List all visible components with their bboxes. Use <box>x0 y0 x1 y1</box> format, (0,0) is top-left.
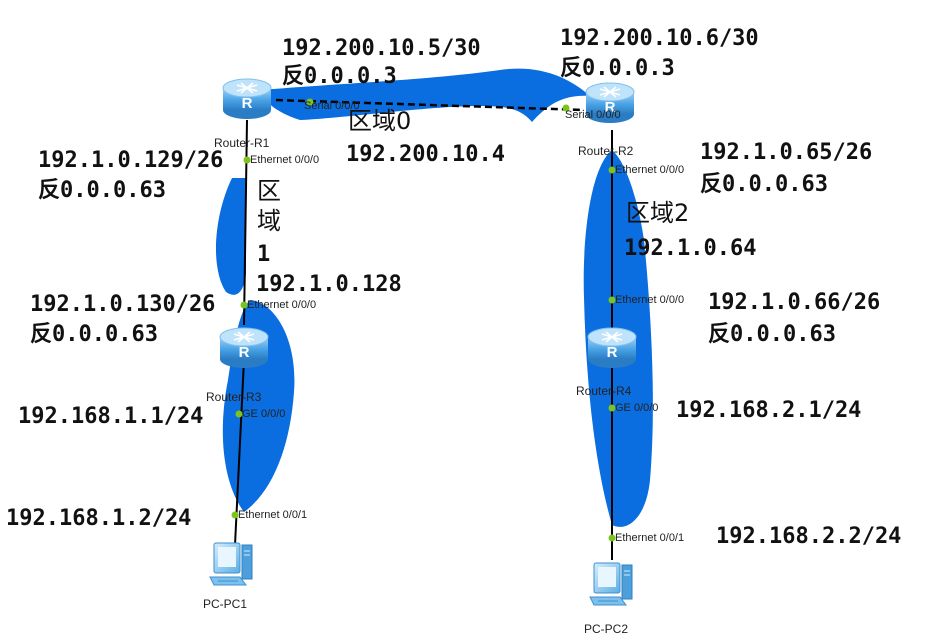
r4-eth-ip: 192.1.0.66/26 <box>708 290 881 315</box>
pc-pc2-icon[interactable] <box>589 562 633 606</box>
r2-serial-port-label: Serial 0/0/0 <box>565 109 621 121</box>
r4-ge-ip: 192.168.2.1/24 <box>676 398 862 423</box>
r2-eth-ip: 192.1.0.65/26 <box>700 140 873 165</box>
pc-pc2-name: PC-PC2 <box>584 622 629 636</box>
r1-eth-ip: 192.1.0.129/26 <box>38 148 224 173</box>
link-r1-r2-serial <box>275 98 585 112</box>
area-2-label: 区域2 <box>626 199 690 227</box>
r4-eth-port-label: Ethernet 0/0/0 <box>615 294 685 306</box>
pc2-ip: 192.168.2.2/24 <box>716 524 902 549</box>
r1-serial-port-label: Serial 0/0/0 <box>304 100 360 112</box>
r1-eth-port-label: Ethernet 0/0/0 <box>250 154 320 166</box>
r3-eth-port-label: Ethernet 0/0/0 <box>247 299 317 311</box>
area-2-network: 192.1.0.64 <box>624 236 757 261</box>
r3-eth-ip: 192.1.0.130/26 <box>30 292 216 317</box>
r4-eth-wildcard: 反0.0.0.63 <box>708 322 836 347</box>
pc1-ip: 192.168.1.2/24 <box>6 506 192 531</box>
r1-eth-wildcard: 反0.0.0.63 <box>38 178 166 203</box>
area-1-char-1: 区 <box>257 177 281 205</box>
area-1-char-2: 域 <box>257 207 281 235</box>
router-r3-icon[interactable] <box>219 327 269 369</box>
r1-serial-ip: 192.200.10.5/30 <box>282 36 481 61</box>
r2-serial-ip: 192.200.10.6/30 <box>560 26 759 51</box>
port-dots <box>231 98 616 542</box>
r3-eth-wildcard: 反0.0.0.63 <box>30 322 158 347</box>
router-r3-name: Router-R3 <box>206 390 262 404</box>
router-r1-icon[interactable] <box>222 78 272 120</box>
area-1-network: 192.1.0.128 <box>256 272 402 297</box>
r2-eth-wildcard: 反0.0.0.63 <box>700 172 828 197</box>
r4-ge-port-label: GE 0/0/0 <box>615 402 659 414</box>
router-r4-icon[interactable] <box>587 327 637 369</box>
router-r4-name: Router-R4 <box>576 384 632 398</box>
pc-pc1-icon[interactable] <box>209 542 253 586</box>
area-0-network: 192.200.10.4 <box>346 142 505 167</box>
r3-ge-port-label: GE 0/0/0 <box>242 408 286 420</box>
pc2-eth-port-label: Ethernet 0/0/1 <box>615 532 685 544</box>
pc-pc1-name: PC-PC1 <box>203 597 248 611</box>
router-r1-name: Router-R1 <box>214 136 270 150</box>
area-0-region <box>262 68 590 122</box>
area-1-char-3: 1 <box>257 242 271 267</box>
r1-serial-wildcard: 反0.0.0.3 <box>282 64 397 89</box>
r3-ge-ip: 192.168.1.1/24 <box>18 404 204 429</box>
pc1-eth-port-label: Ethernet 0/0/1 <box>238 509 308 521</box>
router-r2-name: Router-R2 <box>578 144 634 158</box>
r2-eth-port-label: Ethernet 0/0/0 <box>615 164 685 176</box>
area-0-label: 区域0 <box>348 107 412 135</box>
r2-serial-wildcard: 反0.0.0.3 <box>560 56 675 81</box>
link-r1-r3 <box>243 119 248 326</box>
